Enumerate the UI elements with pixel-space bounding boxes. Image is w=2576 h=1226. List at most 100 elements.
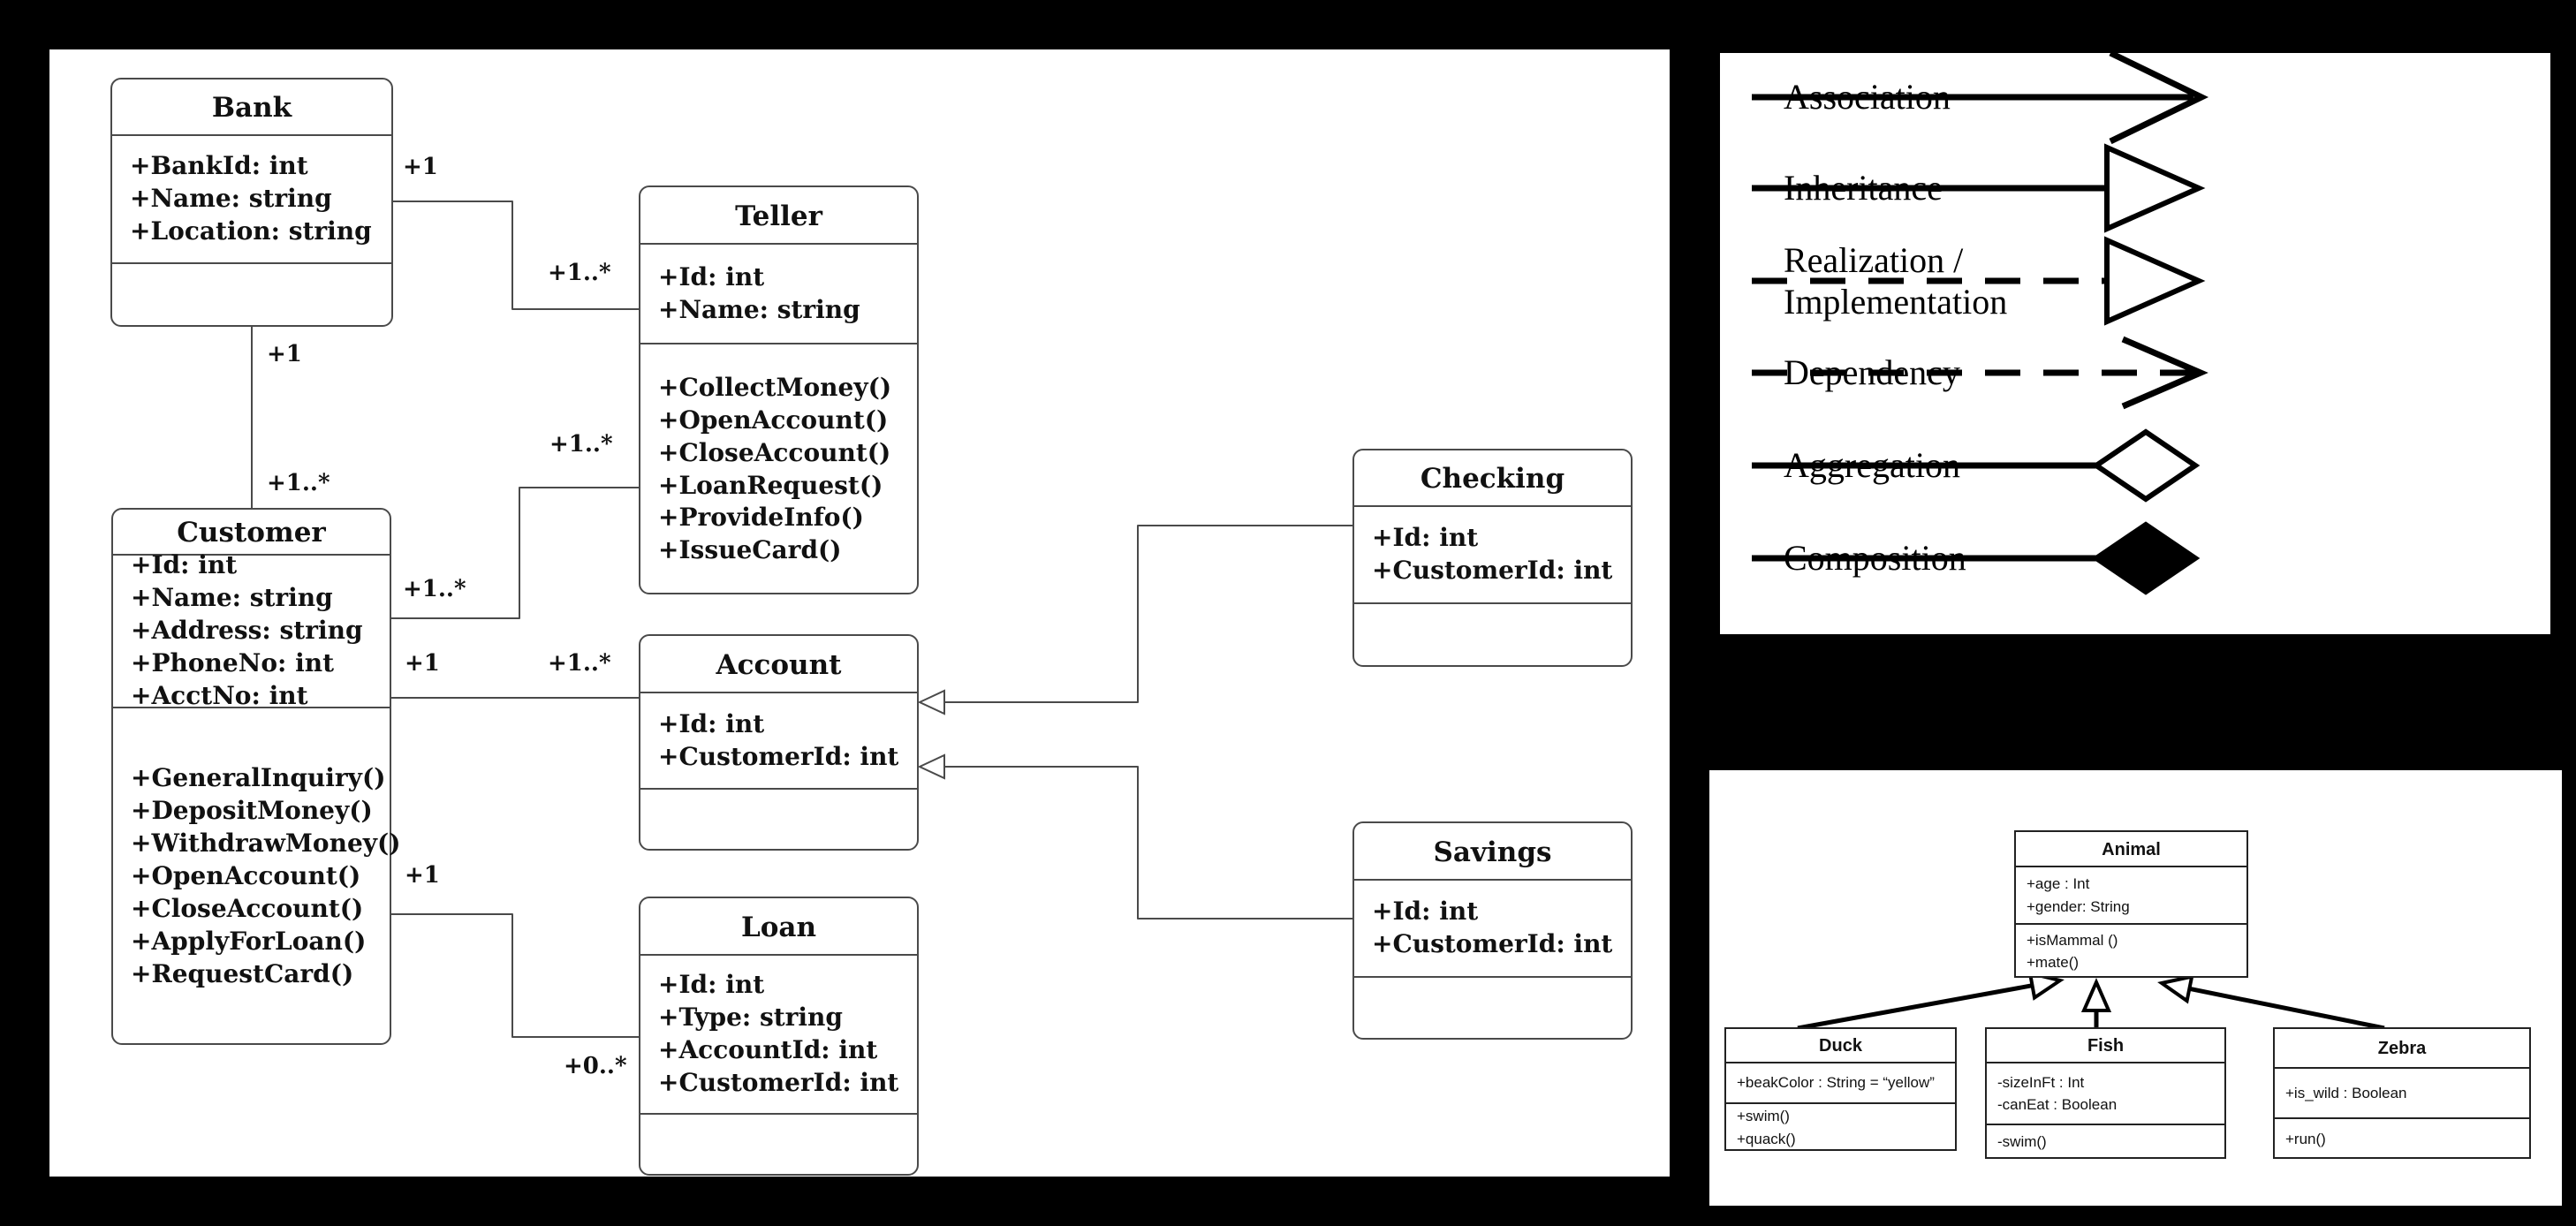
duck-methods: +swim()+quack() <box>1726 1104 1955 1151</box>
compartment-separator <box>2016 866 2246 867</box>
class-title-fish: Fish <box>2087 1036 2125 1056</box>
class-box-checking: Checking +Id: int +CustomerId: int <box>1352 449 1633 667</box>
class-attribute: +age : Int <box>2027 875 2090 892</box>
checking-attributes: +Id: int +CustomerId: int <box>1354 507 1631 602</box>
inheritance-connector <box>943 766 1352 920</box>
class-attribute: +CustomerId: int <box>1372 556 1613 585</box>
bank-attributes: +BankId: int+Name: string+Location: stri… <box>112 136 391 262</box>
multiplicity-label-customer-teller-target: +1..* <box>549 431 613 458</box>
teller-methods: +CollectMoney()+OpenAccount()+CloseAccou… <box>640 344 917 594</box>
animal-connectors-canvas <box>1797 971 2385 1031</box>
class-attribute: +CustomerId: int <box>658 1067 899 1097</box>
class-method: +LoanRequest() <box>658 470 883 500</box>
multiplicity-label-bank-teller-target: +1..* <box>548 260 611 286</box>
class-title-checking: Checking <box>1420 463 1565 495</box>
legend-row-aggregation: Aggregation <box>1746 412 2201 518</box>
class-method: +OpenAccount() <box>131 861 361 891</box>
account-methods <box>640 790 917 851</box>
class-attribute: -canEat : Boolean <box>1997 1096 2118 1113</box>
class-box-savings: Savings+Id: int+CustomerId: int <box>1352 821 1633 1040</box>
class-attribute: +BankId: int <box>130 151 308 181</box>
compartment-separator <box>1354 602 1631 604</box>
compartment-separator <box>640 788 917 790</box>
inheritance-connector <box>1797 983 2033 1031</box>
multiplicity-label-bank-customer-source: +1 <box>267 341 302 367</box>
compartment-separator <box>1726 1062 1955 1063</box>
bank-methods <box>112 264 391 327</box>
multiplicity-label-customer-account-target: +1..* <box>548 650 611 677</box>
inheritance-triangle-icon <box>2157 974 2194 1004</box>
legend-row-inheritance: Inheritance <box>1746 135 2206 241</box>
loan-attributes: +Id: int+Type: string+AccountId: int+Cus… <box>640 956 917 1113</box>
compartment-separator <box>1726 1102 1955 1104</box>
class-attribute: +PhoneNo: int <box>131 647 335 677</box>
class-attribute: +gender: String <box>2027 897 2130 915</box>
compartment-separator <box>1354 505 1631 507</box>
inheritance-triangle-icon <box>917 689 945 715</box>
class-title-teller: Teller <box>735 200 822 232</box>
compartment-separator <box>640 954 917 956</box>
class-box-duck: Duck+beakColor : String = “yellow”+swim(… <box>1724 1027 1957 1151</box>
teller-attributes: +Id: int+Name: string <box>640 245 917 343</box>
class-box-animal: Animal +age : Int +gender: String +isMammal… <box>2014 830 2248 978</box>
duck-attributes: +beakColor : String = “yellow” <box>1726 1063 1955 1102</box>
compartment-separator <box>113 554 390 556</box>
class-box-teller: Teller +Id: int+Name: string+CollectMoney… <box>639 185 919 594</box>
compartment-separator <box>113 707 390 708</box>
class-box-customer: Customer+Id: int+Name: string+Address: s… <box>111 508 401 1045</box>
legend-hollow-diamond-icon <box>1752 428 2201 503</box>
compartment-separator <box>640 243 917 245</box>
customer-attributes: +Id: int+Name: string+Address: string+Ph… <box>113 550 390 710</box>
multiplicity-label-bank-customer-target: +1..* <box>267 470 330 496</box>
compartment-separator <box>112 134 391 136</box>
class-attribute: +Address: string <box>131 616 363 646</box>
class-attribute: +is_wild : Boolean <box>2285 1084 2407 1101</box>
class-attribute: +Id: int <box>131 550 238 580</box>
multiplicity-label-customer-loan-target: +0..* <box>564 1053 627 1079</box>
customer-methods: +GeneralInquiry()+DepositMoney()+Withdra… <box>113 708 401 1045</box>
class-method: +RequestCard() <box>131 958 354 988</box>
class-attribute: +CustomerId: int <box>1372 929 1613 958</box>
compartment-separator <box>640 343 917 344</box>
association-connector <box>391 487 639 619</box>
class-attribute: +Location: string <box>130 216 372 246</box>
multiplicity-label-customer-account-source: +1 <box>405 650 440 677</box>
fish-methods: -swim() <box>1987 1125 2224 1159</box>
class-title-savings: Savings <box>1433 836 1552 868</box>
compartment-separator <box>2275 1067 2529 1069</box>
class-method: +DepositMoney() <box>131 796 373 826</box>
legend-open-arrow-small-icon <box>1752 336 2209 410</box>
class-method: +CloseAccount() <box>131 893 364 923</box>
class-attribute: +Name: string <box>131 583 333 613</box>
class-attribute: +Id: int <box>658 970 765 1000</box>
association-connector <box>393 201 639 310</box>
animal-class-diagram-panel: Animal +age : Int +gender: String +isMammal… <box>1709 770 2562 1206</box>
legend-row-association: Association <box>1746 44 2209 150</box>
class-attribute: +AcctNo: int <box>131 680 308 710</box>
multiplicity-label-customer-loan-source: +1 <box>405 862 440 889</box>
compartment-separator <box>2016 923 2246 925</box>
compartment-separator <box>2275 1117 2529 1119</box>
class-title-animal: Animal <box>2102 839 2161 859</box>
compartment-separator <box>1987 1124 2224 1125</box>
legend-row-dependency: Dependency <box>1746 320 2209 426</box>
class-attribute: +CustomerId: int <box>658 741 899 771</box>
class-attribute: +AccountId: int <box>658 1035 878 1064</box>
class-title-account: Account <box>716 648 842 681</box>
class-title-customer: Customer <box>177 517 326 549</box>
class-method: -swim() <box>1997 1133 2047 1151</box>
loan-methods <box>640 1115 917 1176</box>
legend-row-realization: Realization / Implementation <box>1746 228 2206 334</box>
class-method: +GeneralInquiry() <box>131 763 386 793</box>
class-method: +ApplyForLoan() <box>131 926 367 956</box>
class-method: +quack() <box>1737 1130 1796 1147</box>
class-box-account: Account+Id: int+CustomerId: int <box>639 634 919 851</box>
animal-methods: +isMammal ()+mate() <box>2016 925 2246 978</box>
multiplicity-label-bank-teller-source: +1 <box>403 154 438 180</box>
legend-row-composition: Composition <box>1746 505 2201 611</box>
class-attribute: +Id: int <box>1372 523 1479 553</box>
association-connector <box>391 913 639 1038</box>
class-method: +WithdrawMoney() <box>131 829 401 859</box>
